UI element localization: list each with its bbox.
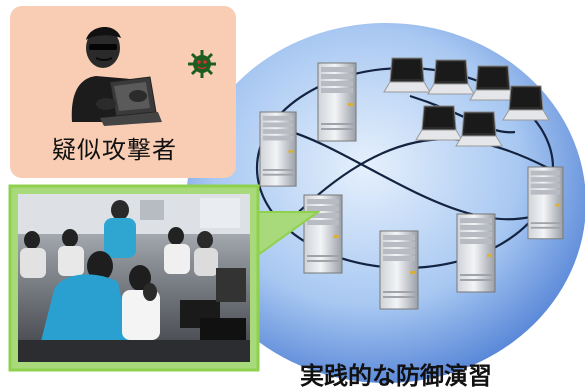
hacker-at-laptop-icon	[71, 26, 162, 126]
training-photo	[18, 194, 250, 362]
cross-link-a	[281, 138, 549, 229]
cross-link-b	[284, 128, 551, 221]
attacker-label: 疑似攻撃者	[52, 136, 177, 164]
server-icon	[527, 166, 564, 240]
server-icon	[317, 62, 357, 142]
server-icon	[379, 230, 419, 310]
exercise-caption: 実践的な防御演習	[300, 362, 492, 390]
server-icon	[303, 194, 343, 274]
server-icon	[259, 111, 297, 187]
virus-icon	[188, 50, 216, 78]
server-icon	[456, 213, 496, 293]
